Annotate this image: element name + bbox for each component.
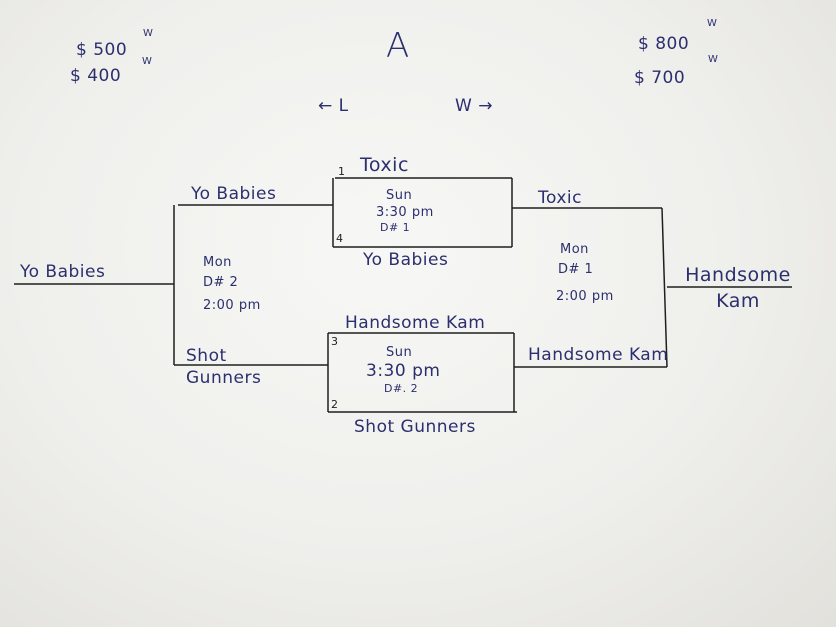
game1-diamond: D# 1 <box>380 221 411 234</box>
losers-day: Mon <box>203 255 232 270</box>
game1-top-team: Toxic <box>360 154 409 176</box>
game2-bottom-team: Shot Gunners <box>354 417 476 437</box>
losers-top-team: Yo Babies <box>191 184 277 204</box>
prize-left-2-sup: W <box>142 56 153 67</box>
winners-final-diamond: D# 1 <box>558 262 594 277</box>
prize-left-2: $ 400 <box>70 66 122 86</box>
prize-right-1: $ 800 <box>638 34 690 54</box>
losers-arrow: ← L <box>318 96 349 116</box>
game2-top-team: Handsome Kam <box>345 313 486 333</box>
prize-right-2-sup: W <box>708 54 719 65</box>
winners-final-day: Mon <box>560 242 589 257</box>
winners-final-time: 2:00 pm <box>556 289 614 304</box>
winners-final-bottom-team: Handsome Kam <box>528 345 669 365</box>
game2-day: Sun <box>386 345 413 360</box>
champion-team: Handsome Kam <box>685 264 791 312</box>
prize-left-1-sup: W <box>143 28 154 39</box>
prize-right-2: $ 700 <box>634 68 686 88</box>
game2-time: 3:30 pm <box>366 361 441 381</box>
game1-bottom-seed: 4 <box>336 232 343 245</box>
prize-left-1: $ 500 <box>76 40 128 60</box>
game1-time: 3:30 pm <box>376 205 434 220</box>
game2-bottom-seed: 2 <box>331 398 338 411</box>
losers-time: 2:00 pm <box>203 298 261 313</box>
game2-diamond: D#. 2 <box>384 382 419 395</box>
game1-bottom-team: Yo Babies <box>363 250 449 270</box>
game2-top-seed: 3 <box>331 335 338 348</box>
winners-final-top-team: Toxic <box>538 188 583 208</box>
losers-bottom-team: Shot Gunners <box>186 346 262 388</box>
game1-top-seed: 1 <box>338 165 345 178</box>
bracket-label: A <box>386 26 410 66</box>
winners-final-side <box>661 207 668 368</box>
losers-diamond: D# 2 <box>203 275 239 290</box>
winners-arrow: W → <box>455 96 493 116</box>
game1-day: Sun <box>386 188 413 203</box>
prize-right-1-sup: W <box>707 18 718 29</box>
losers-winner: Yo Babies <box>20 262 106 282</box>
